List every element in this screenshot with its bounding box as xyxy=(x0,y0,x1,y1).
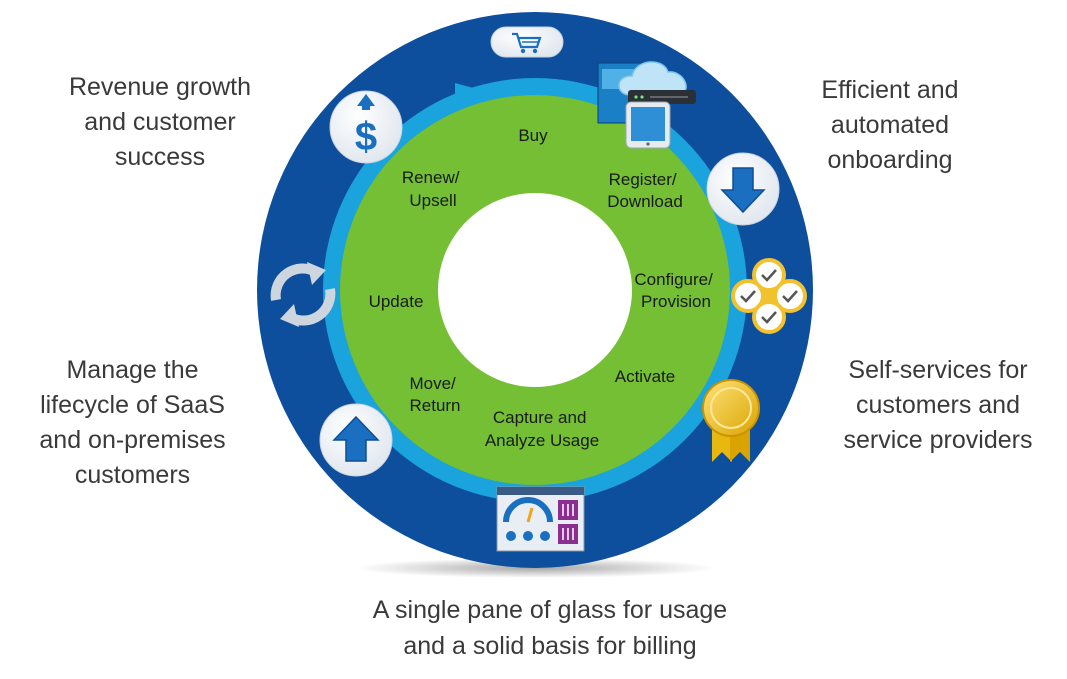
refresh-icon xyxy=(270,262,336,327)
cycle-arrow-1 xyxy=(455,83,492,108)
dollar-up-icon: $ xyxy=(329,90,403,164)
checklist-icon xyxy=(731,258,807,334)
stage-renew: Renew/ Upsell xyxy=(402,168,464,210)
stage-register: Register/ Download xyxy=(607,170,683,211)
svg-text:$: $ xyxy=(355,115,377,159)
stage-activate: Activate xyxy=(615,367,675,386)
center-hole xyxy=(438,193,632,387)
award-ribbon-icon xyxy=(702,379,760,462)
stage-capture: Capture and Analyze Usage xyxy=(485,408,599,450)
benefit-onboarding: Efficient and automated onboarding xyxy=(821,76,959,174)
dashboard-icon xyxy=(496,486,585,552)
shopping-cart-icon xyxy=(490,26,564,58)
stage-move: Move/ Return xyxy=(409,374,460,415)
benefit-revenue-growth: Revenue growth and customer success xyxy=(68,73,252,171)
cloud-server-icon xyxy=(597,61,696,149)
benefit-single-pane: A single pane of glass for usage and a s… xyxy=(372,596,728,660)
stage-buy: Buy xyxy=(518,126,548,145)
stage-update: Update xyxy=(369,292,424,311)
stage-configure: Configure/ Provision xyxy=(634,270,717,311)
benefit-lifecycle: Manage the lifecycle of SaaS and on-prem… xyxy=(39,356,226,489)
upload-arrow-icon xyxy=(319,403,393,477)
benefit-self-service: Self-services for customers and service … xyxy=(843,356,1033,454)
download-arrow-icon xyxy=(706,152,780,226)
